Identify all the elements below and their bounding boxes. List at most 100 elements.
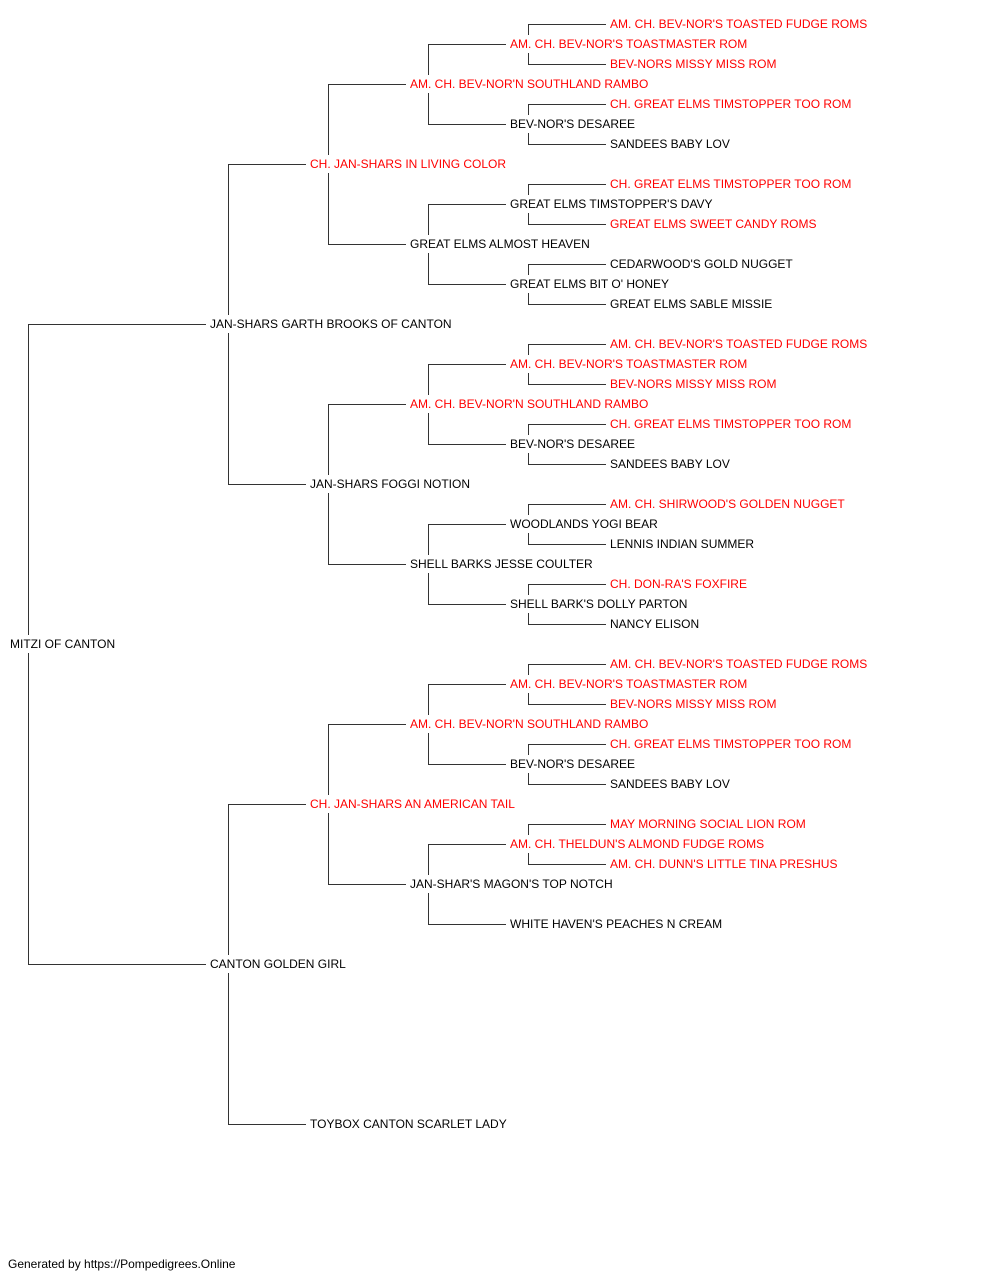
connector-line (528, 373, 529, 384)
connector-line (528, 64, 606, 65)
pedigree-node-subject-dam-sire-dam-sire: AM. CH. THELDUN'S ALMOND FUDGE ROMS (508, 836, 767, 852)
connector-line (428, 844, 429, 875)
connector-line (428, 204, 506, 205)
connector-line (228, 164, 306, 165)
pedigree-node-subject-sire-sire-sire-sire-sire: AM. CH. BEV-NOR'S TOASTED FUDGE ROMS (608, 16, 870, 32)
pedigree-node-subject-sire-dam-sire-sire: AM. CH. BEV-NOR'S TOASTMASTER ROM (508, 356, 750, 372)
connector-line (428, 44, 429, 75)
connector-line (328, 724, 406, 725)
connector-line (428, 253, 429, 284)
pedigree-node-subject-sire-dam-dam-sire-sire: AM. CH. SHIRWOOD'S GOLDEN NUGGET (608, 496, 847, 512)
pedigree-node-subject-dam: CANTON GOLDEN GIRL (208, 956, 348, 972)
pedigree-node-subject-sire-sire-sire: AM. CH. BEV-NOR'N SOUTHLAND RAMBO (408, 76, 651, 92)
connector-line (528, 824, 529, 835)
pedigree-node-subject-sire-dam-sire-sire-sire: AM. CH. BEV-NOR'S TOASTED FUDGE ROMS (608, 336, 870, 352)
connector-line (528, 53, 529, 64)
connector-line (528, 344, 529, 355)
connector-line (428, 124, 506, 125)
connector-line (528, 504, 529, 515)
pedigree-node-subject-sire-sire-sire-dam: BEV-NOR'S DESAREE (508, 116, 637, 132)
connector-line (528, 864, 606, 865)
connector-line (528, 424, 606, 425)
connector-line (428, 573, 429, 604)
connector-line (428, 524, 506, 525)
connector-line (428, 764, 506, 765)
connector-line (328, 813, 329, 884)
footer-credit: Generated by https://Pompedigrees.Online (8, 1257, 236, 1271)
pedigree-node-subject-sire-sire-dam-dam-sire: CEDARWOOD'S GOLD NUGGET (608, 256, 795, 272)
connector-line (528, 104, 606, 105)
connector-line (28, 324, 206, 325)
pedigree-node-subject-sire-dam-dam-sire: WOODLANDS YOGI BEAR (508, 516, 660, 532)
connector-line (328, 884, 406, 885)
connector-line (528, 304, 606, 305)
connector-line (528, 664, 529, 675)
connector-line (28, 653, 29, 964)
connector-line (428, 444, 506, 445)
connector-line (428, 893, 429, 924)
pedigree-node-subject-dam-sire: CH. JAN-SHARS AN AMERICAN TAIL (308, 796, 517, 812)
pedigree-node-subject-sire-sire-dam-dam: GREAT ELMS BIT O' HONEY (508, 276, 671, 292)
pedigree-node-subject-sire-sire-sire-dam-dam: SANDEES BABY LOV (608, 136, 732, 152)
connector-line (528, 584, 606, 585)
pedigree-node-subject-sire-sire-dam-sire-sire: CH. GREAT ELMS TIMSTOPPER TOO ROM (608, 176, 854, 192)
connector-line (428, 44, 506, 45)
connector-line (528, 533, 529, 544)
pedigree-node-subject-dam-sire-sire-dam: BEV-NOR'S DESAREE (508, 756, 637, 772)
connector-line (528, 144, 606, 145)
connector-line (428, 364, 506, 365)
connector-line (428, 733, 429, 764)
pedigree-node-subject-sire-dam-sire-sire-dam: BEV-NORS MISSY MISS ROM (608, 376, 779, 392)
connector-line (228, 804, 306, 805)
pedigree-node-subject-dam-sire-sire-dam-sire: CH. GREAT ELMS TIMSTOPPER TOO ROM (608, 736, 854, 752)
pedigree-node-subject-dam-sire-dam: JAN-SHAR'S MAGON'S TOP NOTCH (408, 876, 615, 892)
pedigree-node-subject-sire-dam-dam-dam-sire: CH. DON-RA'S FOXFIRE (608, 576, 749, 592)
connector-line (528, 184, 606, 185)
connector-line (528, 264, 529, 275)
connector-line (528, 693, 529, 704)
connector-line (228, 1124, 306, 1125)
pedigree-node-subject-sire-sire-dam-sire: GREAT ELMS TIMSTOPPER'S DAVY (508, 196, 715, 212)
connector-line (528, 664, 606, 665)
pedigree-node-subject-sire-dam-sire-dam-sire: CH. GREAT ELMS TIMSTOPPER TOO ROM (608, 416, 854, 432)
connector-line (428, 684, 506, 685)
connector-line (528, 704, 606, 705)
connector-line (528, 453, 529, 464)
connector-line (528, 344, 606, 345)
pedigree-node-subject-sire: JAN-SHARS GARTH BROOKS OF CANTON (208, 316, 454, 332)
connector-line (428, 364, 429, 395)
connector-line (228, 484, 306, 485)
connector-line (528, 584, 529, 595)
pedigree-node-subject-dam-sire-dam-dam: WHITE HAVEN'S PEACHES N CREAM (508, 916, 725, 932)
connector-line (428, 413, 429, 444)
pedigree-node-subject-sire-dam: JAN-SHARS FOGGI NOTION (308, 476, 473, 492)
connector-line (528, 384, 606, 385)
connector-line (328, 404, 406, 405)
connector-line (528, 624, 606, 625)
pedigree-node-subject-sire-dam-dam-sire-dam: LENNIS INDIAN SUMMER (608, 536, 757, 552)
pedigree-node-subject-sire-dam-sire-dam: BEV-NOR'S DESAREE (508, 436, 637, 452)
connector-line (528, 613, 529, 624)
connector-line (328, 493, 329, 564)
pedigree-node-subject-sire-dam-dam-dam-dam: NANCY ELISON (608, 616, 702, 632)
pedigree-node-subject-dam-sire-sire-sire-dam: BEV-NORS MISSY MISS ROM (608, 696, 779, 712)
connector-line (328, 244, 406, 245)
connector-line (428, 284, 506, 285)
connector-line (328, 404, 329, 475)
pedigree-node-subject-sire-sire-dam: GREAT ELMS ALMOST HEAVEN (408, 236, 592, 252)
connector-line (528, 213, 529, 224)
connector-line (528, 464, 606, 465)
connector-line (528, 104, 529, 115)
connector-line (528, 133, 529, 144)
connector-line (528, 224, 606, 225)
connector-line (428, 524, 429, 555)
connector-line (528, 293, 529, 304)
connector-line (328, 564, 406, 565)
pedigree-node-subject-sire-sire-sire-dam-sire: CH. GREAT ELMS TIMSTOPPER TOO ROM (608, 96, 854, 112)
pedigree-node-subject-sire-dam-dam-dam: SHELL BARK'S DOLLY PARTON (508, 596, 690, 612)
connector-line (428, 684, 429, 715)
connector-line (328, 84, 406, 85)
connector-line (228, 164, 229, 315)
pedigree-node-subject-dam-sire-sire-dam-dam: SANDEES BABY LOV (608, 776, 732, 792)
